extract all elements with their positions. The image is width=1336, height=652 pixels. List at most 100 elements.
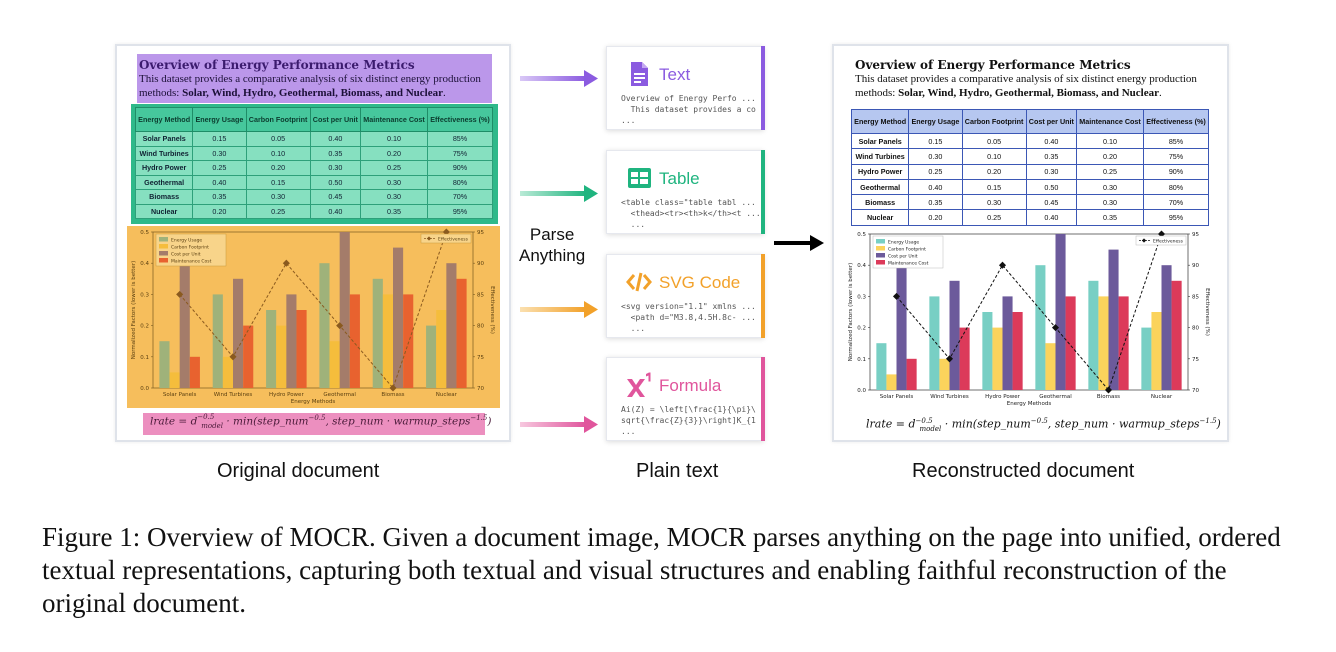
table-card-code: <table class="table tabl ... <thead><tr>… <box>621 198 761 229</box>
formula-arrow <box>520 416 598 433</box>
bar-cost-per-unit <box>393 247 404 388</box>
bar-carbon-footprint <box>436 310 447 388</box>
y-right-tick-label: 80 <box>477 324 484 330</box>
y-right-tick-label: 70 <box>477 386 484 392</box>
table-arrow <box>520 185 598 202</box>
reconstructed-text-block: Overview of Energy Performance Metrics T… <box>855 58 1215 100</box>
svg-card-code: <svg version="1.1" xmlns ... <path d="M3… <box>621 302 756 333</box>
original-table-header-cell: Carbon Footprint <box>245 107 311 132</box>
effectiveness-point <box>389 384 397 392</box>
x-tick-label: Wind Turbines <box>930 394 969 400</box>
reconstructed-table-cell: 0.35 <box>1025 148 1078 165</box>
original-table-cell: 0.30 <box>192 145 247 161</box>
reconstructed-table-cell: Biomass <box>850 194 910 211</box>
original-table-cell: Hydro Power <box>134 160 194 176</box>
original-table-cell: 0.45 <box>309 189 362 205</box>
y-tick-label: 0.2 <box>857 326 866 332</box>
bar-cost-per-unit <box>233 278 244 388</box>
y-tick-label: 0.5 <box>857 232 866 238</box>
legend-right-box <box>1135 235 1187 246</box>
original-table-header-cell: Maintenance Cost <box>360 107 429 132</box>
plain-text-label: Plain text <box>636 460 719 482</box>
original-table-cell: 0.20 <box>360 145 429 161</box>
reconstructed-table-header-cell: Energy Usage <box>908 109 963 134</box>
reconstructed-table-cell: 75% <box>1143 148 1209 165</box>
reconstructed-table-cell: 0.10 <box>1076 132 1145 150</box>
reconstructed-table-header-cell: Maintenance Cost <box>1076 109 1145 134</box>
original-table-cell: 0.20 <box>192 203 247 219</box>
reconstructed-table-cell: 0.20 <box>961 163 1027 180</box>
y-tick-label: 0.5 <box>140 230 149 236</box>
legend-label: Cost per Unit <box>171 252 201 258</box>
legend-swatch <box>159 244 168 249</box>
bar-cost-per-unit <box>896 265 907 390</box>
y-tick-label: 0.0 <box>140 386 149 392</box>
original-table-cell: 85% <box>427 131 493 147</box>
legend-swatch <box>159 237 168 242</box>
reconstructed-table-header-cell: Energy Method <box>850 109 910 134</box>
legend-swatch <box>876 253 885 258</box>
y-right-axis-label: Effectiveness (%) <box>1204 288 1210 336</box>
bar-carbon-footprint <box>382 294 393 388</box>
bar-maintenance-cost <box>1065 296 1076 390</box>
text-card-title: Text <box>659 65 691 84</box>
reconstructed-table-cell: Nuclear <box>850 209 910 226</box>
reconstructed-table-cell: 0.15 <box>908 132 963 150</box>
reconstructed-table-cell: 0.20 <box>908 209 963 226</box>
original-doc-description: This dataset provides a comparative anal… <box>139 73 481 99</box>
x-tick-label: Nuclear <box>1151 394 1173 400</box>
reconstructed-table-cell: 0.20 <box>1076 148 1145 165</box>
reconstructed-table-cell: 0.30 <box>1076 178 1145 196</box>
original-table-cell: 0.40 <box>309 131 362 147</box>
y-right-tick-label: 95 <box>1192 232 1199 238</box>
x-tick-label: Biomass <box>381 392 404 398</box>
y-right-tick-label: 90 <box>477 261 484 267</box>
bar-carbon-footprint <box>169 372 180 388</box>
x-axis-label: Energy Methods <box>1007 401 1052 407</box>
bar-carbon-footprint <box>1045 343 1056 390</box>
bar-carbon-footprint <box>276 325 287 388</box>
reconstructed-table-cell: 0.40 <box>1025 132 1078 150</box>
bar-energy-usage <box>1088 280 1099 390</box>
svg-arrow <box>520 301 598 318</box>
bar-maintenance-cost <box>1118 296 1129 390</box>
bar-carbon-footprint <box>939 358 950 390</box>
reconstructed-table-cell: 0.30 <box>1076 194 1145 211</box>
bar-maintenance-cost <box>1171 280 1182 390</box>
reconstructed-table-cell: 0.50 <box>1025 178 1078 196</box>
y-right-tick-label: 95 <box>477 230 484 236</box>
bar-cost-per-unit <box>1055 234 1066 390</box>
text-region-highlight <box>137 54 492 103</box>
bar-energy-usage <box>426 325 437 388</box>
bar-energy-usage <box>266 310 277 388</box>
y-right-tick-label: 75 <box>1192 357 1199 363</box>
bar-maintenance-cost <box>456 278 467 388</box>
original-table-cell: 0.15 <box>245 174 311 190</box>
bar-maintenance-cost <box>906 358 917 390</box>
y-right-tick-label: 80 <box>1192 326 1199 332</box>
bar-maintenance-cost <box>296 310 307 388</box>
bar-cost-per-unit <box>446 263 457 388</box>
document-icon <box>631 62 648 86</box>
y-axis-label: Normalized Factors (lower is better) <box>131 261 137 359</box>
bar-energy-usage <box>1141 327 1152 390</box>
original-table-header-cell: Cost per Unit <box>309 107 362 132</box>
reconstructed-document-label: Reconstructed document <box>912 460 1135 482</box>
bar-cost-per-unit <box>1161 265 1172 390</box>
y-tick-label: 0.4 <box>857 263 866 269</box>
reconstructed-table-cell: 0.30 <box>961 194 1027 211</box>
original-table-cell: 70% <box>427 189 493 205</box>
reconstructed-table-cell: 0.40 <box>908 178 963 196</box>
legend-swatch <box>876 246 885 251</box>
original-table-cell: 0.10 <box>245 145 311 161</box>
bar-energy-usage <box>372 278 383 388</box>
legend-label: Maintenance Cost <box>171 259 212 265</box>
original-table-cell: 0.50 <box>309 174 362 190</box>
formula-card: Formula Ai(Z) = \left[\frac{1}{\pi}\ sqr… <box>606 357 765 441</box>
legend-label: Cost per Unit <box>888 254 918 260</box>
